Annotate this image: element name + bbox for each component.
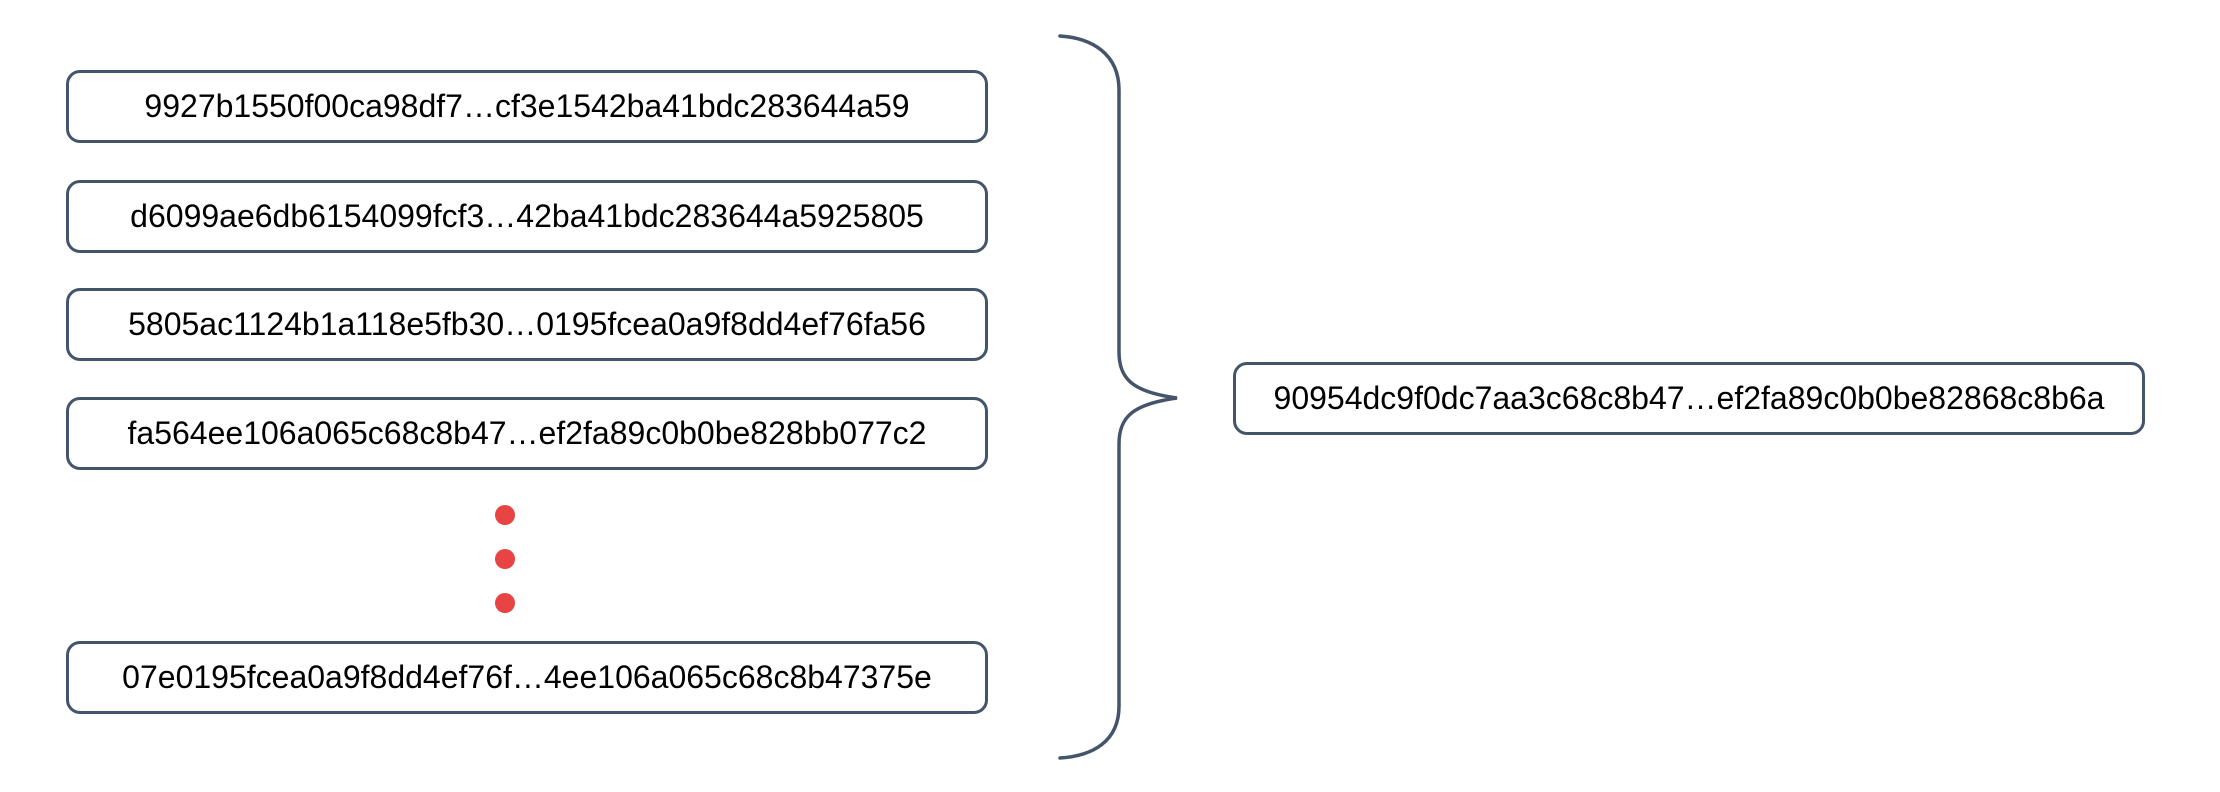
input-hash-box-5: 07e0195fcea0a9f8dd4ef76f…4ee106a065c68c8… — [66, 641, 988, 714]
ellipsis-dot — [495, 505, 515, 525]
output-hash-box: 90954dc9f0dc7aa3c68c8b47…ef2fa89c0b0be82… — [1233, 362, 2145, 435]
right-curly-brace-icon — [1058, 34, 1178, 760]
ellipsis-dot — [495, 549, 515, 569]
vertical-ellipsis — [495, 505, 515, 613]
input-hash-text-4: fa564ee106a065c68c8b47…ef2fa89c0b0be828b… — [127, 415, 927, 451]
input-hash-box-2: d6099ae6db6154099fcf3…42ba41bdc283644a59… — [66, 180, 988, 253]
input-hash-box-3: 5805ac1124b1a118e5fb30…0195fcea0a9f8dd4e… — [66, 288, 988, 361]
input-hash-text-3: 5805ac1124b1a118e5fb30…0195fcea0a9f8dd4e… — [128, 306, 926, 342]
output-hash-text: 90954dc9f0dc7aa3c68c8b47…ef2fa89c0b0be82… — [1273, 380, 2105, 416]
input-hash-text-5: 07e0195fcea0a9f8dd4ef76f…4ee106a065c68c8… — [122, 659, 932, 695]
ellipsis-dot — [495, 593, 515, 613]
input-hash-box-4: fa564ee106a065c68c8b47…ef2fa89c0b0be828b… — [66, 397, 988, 470]
input-hash-text-1: 9927b1550f00ca98df7…cf3e1542ba41bdc28364… — [144, 88, 910, 124]
input-hash-box-1: 9927b1550f00ca98df7…cf3e1542ba41bdc28364… — [66, 70, 988, 143]
input-hash-text-2: d6099ae6db6154099fcf3…42ba41bdc283644a59… — [130, 198, 924, 234]
